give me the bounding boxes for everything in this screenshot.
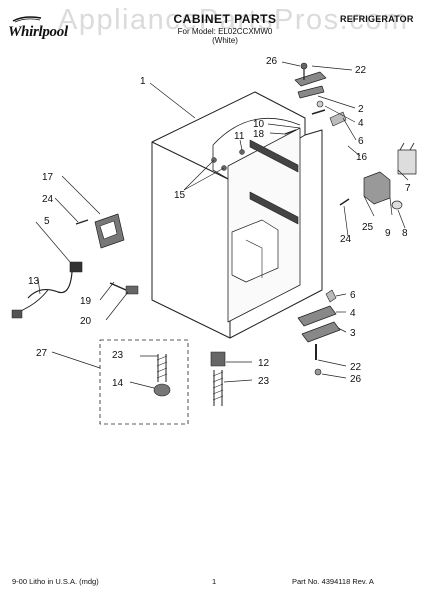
top-hinge-bracket [294, 62, 347, 127]
cabinet-shell [151, 91, 323, 339]
callout-17: 17 [42, 172, 54, 183]
callout-1: 1 [140, 76, 146, 87]
callout-6b: 6 [350, 290, 356, 301]
callout-22b: 22 [350, 362, 362, 373]
callout-15: 15 [174, 190, 186, 201]
page-subtitle: For Model: EL02CCXMW0 (White) [150, 27, 300, 45]
callout-26b: 26 [350, 374, 362, 385]
brand-logo: Whirlpool [8, 24, 68, 40]
callout-4b: 4 [350, 308, 356, 319]
callout-27: 27 [36, 348, 48, 359]
watermark-text: AppliancePartsPros.com [58, 4, 409, 36]
leader-lines [35, 61, 409, 389]
footer-litho: 9-00 Litho in U.S.A. (mdg) [12, 577, 99, 586]
light-bracket [75, 213, 125, 249]
callout-20: 20 [80, 316, 92, 327]
callout-4: 4 [358, 118, 364, 129]
callout-5: 5 [44, 216, 50, 227]
page-title: CABINET PARTS [173, 12, 277, 26]
callout-numbers: 26 22 1 2 4 10 18 6 11 16 7 17 15 24 5 2… [28, 56, 411, 389]
callout-10: 10 [253, 119, 265, 130]
callout-12: 12 [258, 358, 270, 369]
callout-14: 14 [112, 378, 124, 389]
callout-13: 13 [28, 276, 40, 287]
brand-swoosh-icon [12, 16, 42, 23]
callout-7: 7 [405, 183, 411, 194]
bottom-hinge-bracket [297, 289, 341, 376]
callout-6: 6 [358, 136, 364, 147]
callout-2: 2 [358, 104, 364, 115]
callout-25: 25 [362, 222, 374, 233]
wiring-harness [11, 261, 139, 319]
color-line: (White) [212, 36, 238, 45]
callout-22: 22 [355, 65, 367, 76]
callout-9: 9 [385, 228, 391, 239]
callout-16: 16 [356, 152, 368, 163]
callout-19: 19 [80, 296, 92, 307]
leveling-leg [210, 351, 226, 406]
footer-page-number: 1 [212, 577, 217, 586]
callout-24b: 24 [340, 234, 352, 245]
callout-23: 23 [112, 350, 124, 361]
callout-11: 11 [234, 131, 245, 142]
footer-part-number: Part No. 4394118 Rev. A [292, 577, 374, 586]
callout-26: 26 [266, 56, 278, 67]
callout-8: 8 [402, 228, 408, 239]
callout-3: 3 [350, 328, 356, 339]
thermostat-assembly [339, 142, 417, 210]
callout-18: 18 [253, 129, 265, 140]
model-line: For Model: EL02CCXMW0 [177, 27, 273, 36]
appliance-type: REFRIGERATOR [340, 14, 414, 24]
inset-box [99, 339, 189, 425]
callout-24: 24 [42, 194, 54, 205]
callout-23b: 23 [258, 376, 270, 387]
